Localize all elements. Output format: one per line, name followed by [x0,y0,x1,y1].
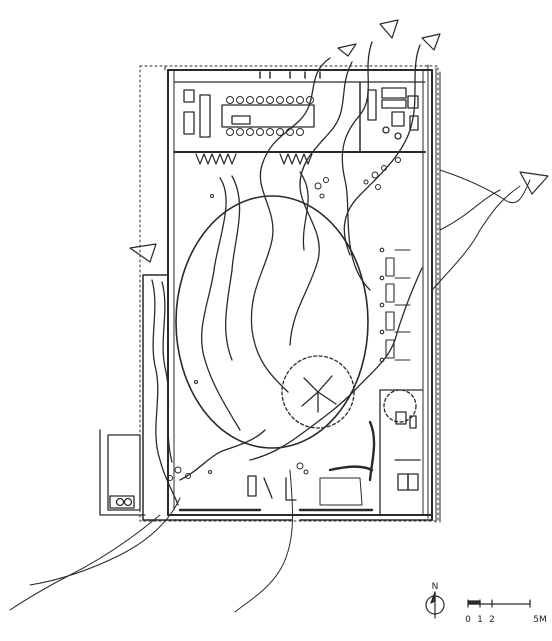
entrance-details [178,475,374,512]
scale-bar: 0 1 2 5M [465,599,547,625]
benches [379,247,411,363]
scale-tick-1: 1 [477,615,483,625]
chairs [226,96,314,136]
tree-canopy [281,355,355,429]
southeast-rooms [319,389,423,516]
north-rooms [173,71,426,165]
north-arrow-label: N [432,582,439,592]
stones [167,157,401,481]
north-arrow: N [425,582,445,619]
southwest-annex [99,429,146,516]
scale-tick-end: 5M [533,615,547,625]
meandering-streams [151,41,423,506]
circular-hall [175,195,369,449]
site-boundary [139,65,439,522]
kite-flags [129,19,549,263]
building-walls [142,65,433,521]
scale-tick-0: 0 [465,615,471,625]
scale-tick-2: 2 [489,615,495,625]
string-lines [9,185,521,613]
east-wall-layers [422,64,441,523]
